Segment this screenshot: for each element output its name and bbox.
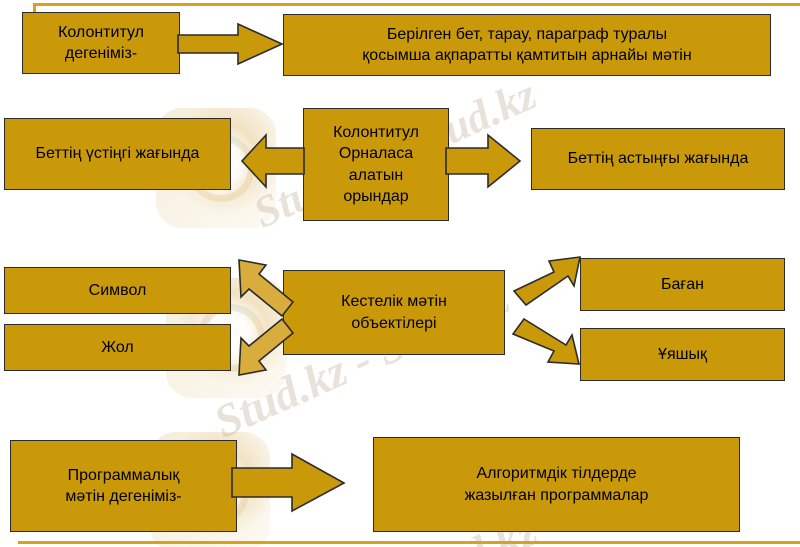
arrow-down-left-row3 xyxy=(232,316,296,378)
row3-right-bottom-box[interactable]: Ұяшық xyxy=(580,328,785,381)
row4-source-line2: мәтін дегеніміз- xyxy=(65,488,182,505)
row3-left-top-box[interactable]: Символ xyxy=(4,267,231,314)
row4-target-line2: жазылған программалар xyxy=(464,486,649,504)
arrow-down-right-row3 xyxy=(510,317,584,369)
row3-right-top-line1: Баған xyxy=(661,275,704,293)
row3-left-bottom-box[interactable]: Жол xyxy=(4,324,231,371)
row4-source-box[interactable]: Программалық мәтін дегеніміз- xyxy=(10,440,237,532)
row1-target-box[interactable]: Берілген бет, тарау, параграф туралы қос… xyxy=(283,14,771,76)
row4-target-line1: Алгоритмдік тілдерде xyxy=(476,465,637,483)
slide-bottom-rule xyxy=(18,541,800,544)
row1-source-line1: Колонтитул xyxy=(58,23,144,41)
slide-top-rule xyxy=(33,3,800,6)
arrow-right-row2 xyxy=(445,132,522,190)
row4-source-line1: Программалық xyxy=(67,466,180,484)
row3-left-top-line1: Символ xyxy=(88,281,147,299)
row2-right-line1: Беттің астыңғы жағында xyxy=(567,150,749,168)
row2-center-box[interactable]: Колонтитул Орналаса алатын орындар xyxy=(303,108,449,221)
arrow-left-row2 xyxy=(240,132,306,190)
row2-left-line1: Беттің үстіңгі жағында xyxy=(35,145,200,163)
row2-left-box[interactable]: Беттің үстіңгі жағында xyxy=(4,118,231,190)
row3-center-line1: Кестелік мәтін xyxy=(341,293,447,311)
row3-center-line2: объектілері xyxy=(351,314,437,332)
arrow-up-left-row3 xyxy=(232,258,296,320)
row1-target-line1: Берілген бет, тарау, параграф туралы xyxy=(386,25,668,43)
row3-right-top-box[interactable]: Баған xyxy=(580,258,785,311)
row4-target-box[interactable]: Алгоритмдік тілдерде жазылған программал… xyxy=(373,437,740,532)
row2-center-line1: Колонтитул xyxy=(333,124,419,142)
row2-right-box[interactable]: Беттің астыңғы жағында xyxy=(531,128,785,190)
row1-source-line2: дегеніміз- xyxy=(64,45,138,62)
row1-target-line2: қосымша ақпаратты қамтитын арнайы мәтін xyxy=(362,47,692,64)
row2-center-line2: Орналаса xyxy=(338,145,414,163)
row2-center-line3: алатын xyxy=(348,166,404,184)
row1-source-box[interactable]: Колонтитул дегеніміз- xyxy=(22,12,180,74)
arrow-up-right-row3 xyxy=(512,255,584,307)
row3-left-bottom-line1: Жол xyxy=(101,338,134,356)
row3-center-box[interactable]: Кестелік мәтін объектілері xyxy=(283,270,505,355)
arrow-right-row4 xyxy=(231,452,348,514)
arrow-right-row1 xyxy=(177,22,284,66)
slide-top-rule-tick xyxy=(33,3,36,12)
row3-right-bottom-line1: Ұяшық xyxy=(658,345,707,363)
row2-center-line4: орындар xyxy=(343,187,409,205)
